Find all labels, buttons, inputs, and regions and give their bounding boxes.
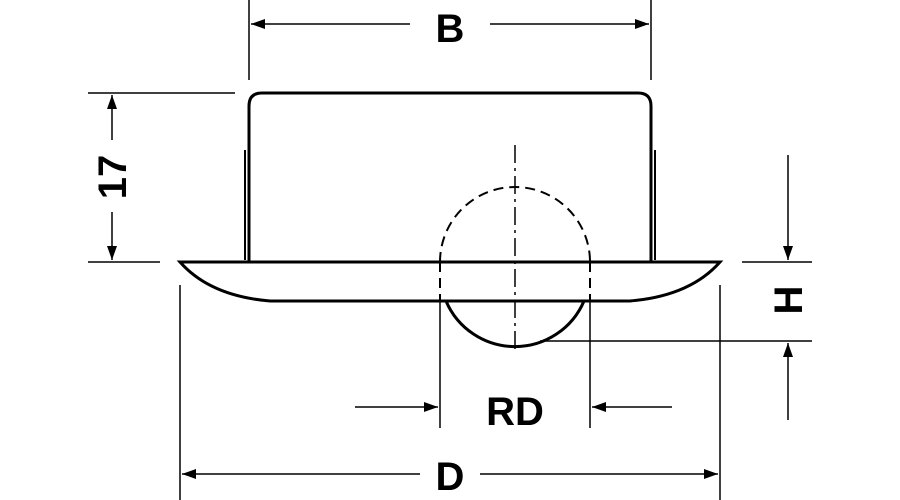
- dimension-h-label: H: [767, 286, 811, 315]
- housing-body: [247, 91, 653, 262]
- dimension-17-label: 17: [91, 155, 135, 200]
- dimension-b-label: B: [436, 7, 465, 51]
- flange-plate: [176, 260, 724, 303]
- dimension-rd-label: RD: [486, 390, 544, 434]
- dimension-rd: [355, 295, 672, 428]
- dimension-d: [179, 285, 721, 500]
- dimension-h: [540, 155, 812, 420]
- dimension-d-label: D: [436, 455, 465, 499]
- dimension-17: [88, 92, 235, 263]
- dimension-b: [248, 0, 652, 80]
